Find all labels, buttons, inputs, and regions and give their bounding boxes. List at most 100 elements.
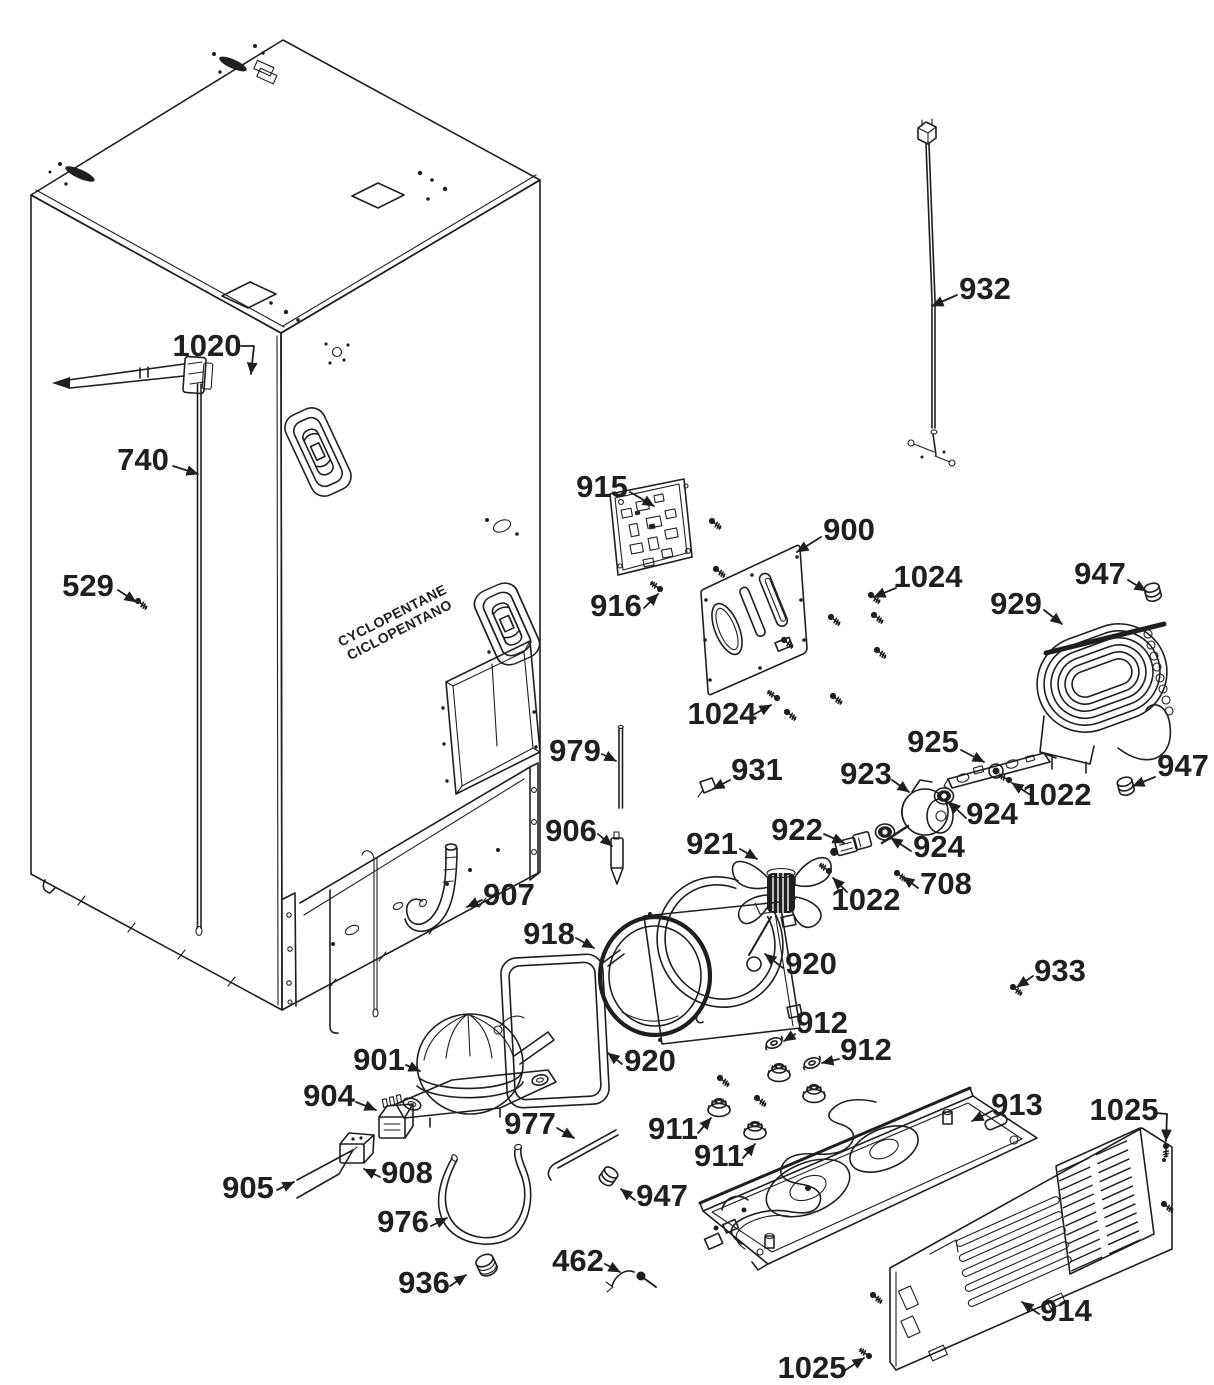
grommet-911a	[707, 1098, 731, 1118]
part-label-708: 708	[920, 866, 972, 901]
grommet-947c	[596, 1163, 621, 1189]
leader-line-1022	[1011, 782, 1033, 797]
screw-1025-top	[1162, 1142, 1170, 1158]
leader-line-936	[449, 1274, 467, 1287]
leader-line-915	[629, 491, 655, 507]
part-label-1020: 1020	[173, 328, 242, 363]
part-label-912: 912	[796, 1005, 848, 1040]
clip-912b	[800, 1054, 824, 1072]
leader-line-1025	[843, 1357, 865, 1372]
part-labels-layer: 1020740529915916900102410249329479299259…	[62, 271, 1209, 1385]
part-907-drain-hose	[404, 843, 458, 932]
part-label-931: 931	[731, 752, 783, 787]
leader-line-905	[276, 1181, 295, 1192]
screw-1025-bottom	[857, 1346, 875, 1362]
part-1020-heater-assembly	[52, 355, 214, 395]
part-label-911: 911	[694, 1138, 744, 1173]
leader-line-923	[891, 779, 910, 793]
part-label-979: 979	[549, 733, 601, 768]
leader-line-1022	[832, 877, 848, 893]
vent-grille	[1057, 1140, 1141, 1272]
leader-line-932	[931, 294, 958, 307]
part-label-1025: 1025	[1090, 1092, 1159, 1127]
leader-line-529	[117, 589, 137, 603]
part-label-947: 947	[1157, 748, 1209, 783]
part-label-904: 904	[303, 1078, 355, 1113]
leader-line-921	[739, 848, 758, 860]
part-label-977: 977	[504, 1106, 556, 1141]
part-922-clamp	[830, 831, 873, 857]
leader-line-916	[643, 593, 659, 609]
part-label-1025: 1025	[778, 1350, 847, 1385]
part-label-1024: 1024	[688, 696, 758, 731]
part-740-tube	[195, 383, 203, 937]
part-label-1022: 1022	[1023, 777, 1092, 812]
leader-line-708	[902, 876, 919, 889]
leader-line-933	[1016, 975, 1034, 988]
part-915-control-board	[609, 478, 693, 576]
handle-cutout-lower	[469, 577, 545, 671]
leader-line-924	[948, 801, 967, 819]
leader-line-906	[597, 833, 613, 847]
grommet-911b	[743, 1121, 767, 1141]
part-label-908: 908	[381, 1155, 433, 1190]
part-label-924: 924	[913, 829, 965, 864]
part-913-drain-pan	[698, 1086, 1038, 1271]
leader-line-912	[783, 1030, 797, 1042]
part-label-921: 921	[686, 826, 738, 861]
part-label-1024: 1024	[894, 559, 964, 594]
part-929-condenser	[1036, 621, 1174, 774]
part-label-913: 913	[991, 1087, 1043, 1122]
part-925-bracket	[943, 752, 1051, 791]
part-908-capacitor	[339, 1132, 375, 1164]
part-label-901: 901	[353, 1042, 405, 1077]
leader-line-947	[1127, 579, 1147, 592]
leader-line-1025	[1155, 1112, 1172, 1142]
leader-line-904	[355, 1100, 377, 1111]
part-904-relay	[378, 1094, 414, 1139]
leader-line-1024	[873, 587, 897, 598]
part-label-905: 905	[222, 1170, 274, 1205]
part-931-clip	[697, 777, 717, 798]
part-932-heater-rod	[907, 118, 956, 467]
leader-line-977	[556, 1127, 575, 1139]
part-label-925: 925	[907, 724, 959, 759]
part-921-fan-blade	[731, 856, 832, 956]
leader-line-947	[620, 1188, 636, 1201]
leader-line-914	[1021, 1301, 1040, 1315]
screw-529	[132, 595, 150, 612]
cabinet-marking: CYCLOPENTANE CICLOPENTANO	[335, 581, 454, 663]
grommet-947a	[1142, 580, 1164, 604]
part-label-1022: 1022	[832, 882, 901, 917]
leader-line-979	[601, 751, 617, 762]
part-label-916: 916	[590, 588, 642, 623]
part-label-914: 914	[1040, 1293, 1092, 1328]
part-label-933: 933	[1034, 953, 1086, 988]
leader-line-976	[430, 1217, 448, 1228]
ring-924a	[933, 787, 955, 805]
part-label-915: 915	[576, 469, 628, 504]
leader-line-911	[742, 1143, 756, 1159]
part-914-rear-cover	[889, 1127, 1173, 1371]
part-label-936: 936	[398, 1265, 450, 1300]
part-label-912: 912	[840, 1032, 892, 1067]
mounting-screws	[132, 515, 1176, 1362]
leader-line-918	[575, 937, 595, 949]
leader-line-920	[607, 1052, 623, 1065]
leader-line-947	[1132, 776, 1156, 787]
leader-line-929	[1043, 609, 1063, 625]
part-label-920: 920	[624, 1043, 676, 1078]
part-462-sensor-wire	[605, 1270, 657, 1293]
leader-line-907	[466, 897, 483, 908]
leader-line-1024	[750, 704, 772, 717]
part-label-907: 907	[483, 877, 535, 912]
part-918-fan-shroud	[597, 901, 803, 1045]
leader-line-900	[796, 536, 822, 553]
recessed-access-panel	[441, 640, 541, 795]
screw-708	[891, 867, 909, 884]
screw-916	[648, 579, 666, 595]
part-936-grommet	[475, 1253, 498, 1277]
part-label-462: 462	[552, 1243, 604, 1278]
part-label-740: 740	[117, 442, 169, 477]
